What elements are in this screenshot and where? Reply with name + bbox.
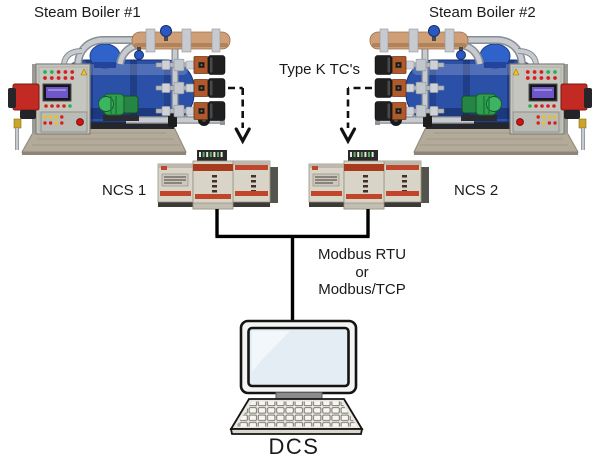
tc-signal-arrow-left: [228, 86, 251, 145]
tc-signal-arrow-right: [339, 86, 372, 145]
boiler-2-title: Steam Boiler #2: [429, 4, 536, 21]
arrowhead-down-icon: [234, 127, 251, 145]
modbus-label-line1: Modbus RTU: [317, 246, 407, 263]
ncs-2-device: [308, 149, 430, 210]
modbus-label-line2: or: [355, 263, 369, 281]
screen-sheen: [252, 331, 290, 372]
modbus-label-line3: Modbus/TCP: [318, 281, 406, 298]
ncs-2-label: NCS 2: [454, 182, 499, 199]
dcs-computer: [229, 319, 364, 435]
type-k-tc-label: Type K TC's: [279, 61, 360, 78]
keyboard-front-edge: [229, 428, 364, 435]
dcs-label: DCS: [268, 434, 320, 459]
keyboard-keys: [236, 401, 357, 427]
modbus-label: Modbus RTU or Modbus/TCP: [309, 246, 415, 299]
arrowhead-down-icon: [339, 127, 357, 145]
modbus-bus-lines: [215, 209, 370, 323]
boiler-1-title: Steam Boiler #1: [34, 4, 141, 21]
ncs-1-device: [157, 149, 279, 210]
ncs-1-label: NCS 1: [102, 182, 147, 199]
